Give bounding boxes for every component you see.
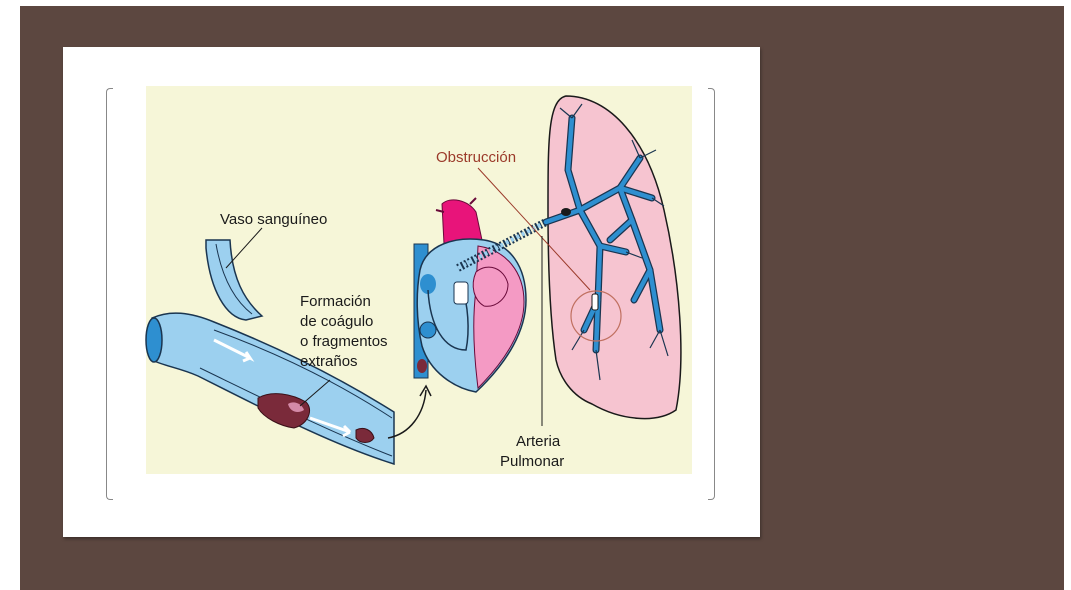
label-obstruction: Obstrucción [436,149,516,166]
label-clot-line-4: extraños [300,353,358,370]
label-artery-line-2: Pulmonar [500,453,564,470]
label-clot-line-1: Formación [300,293,371,310]
label-vessel: Vaso sanguíneo [220,211,327,228]
label-clot-line-3: o fragmentos [300,333,388,350]
label-clot-line-2: de coágulo [300,313,373,330]
label-artery-line-1: Arteria [516,433,561,450]
